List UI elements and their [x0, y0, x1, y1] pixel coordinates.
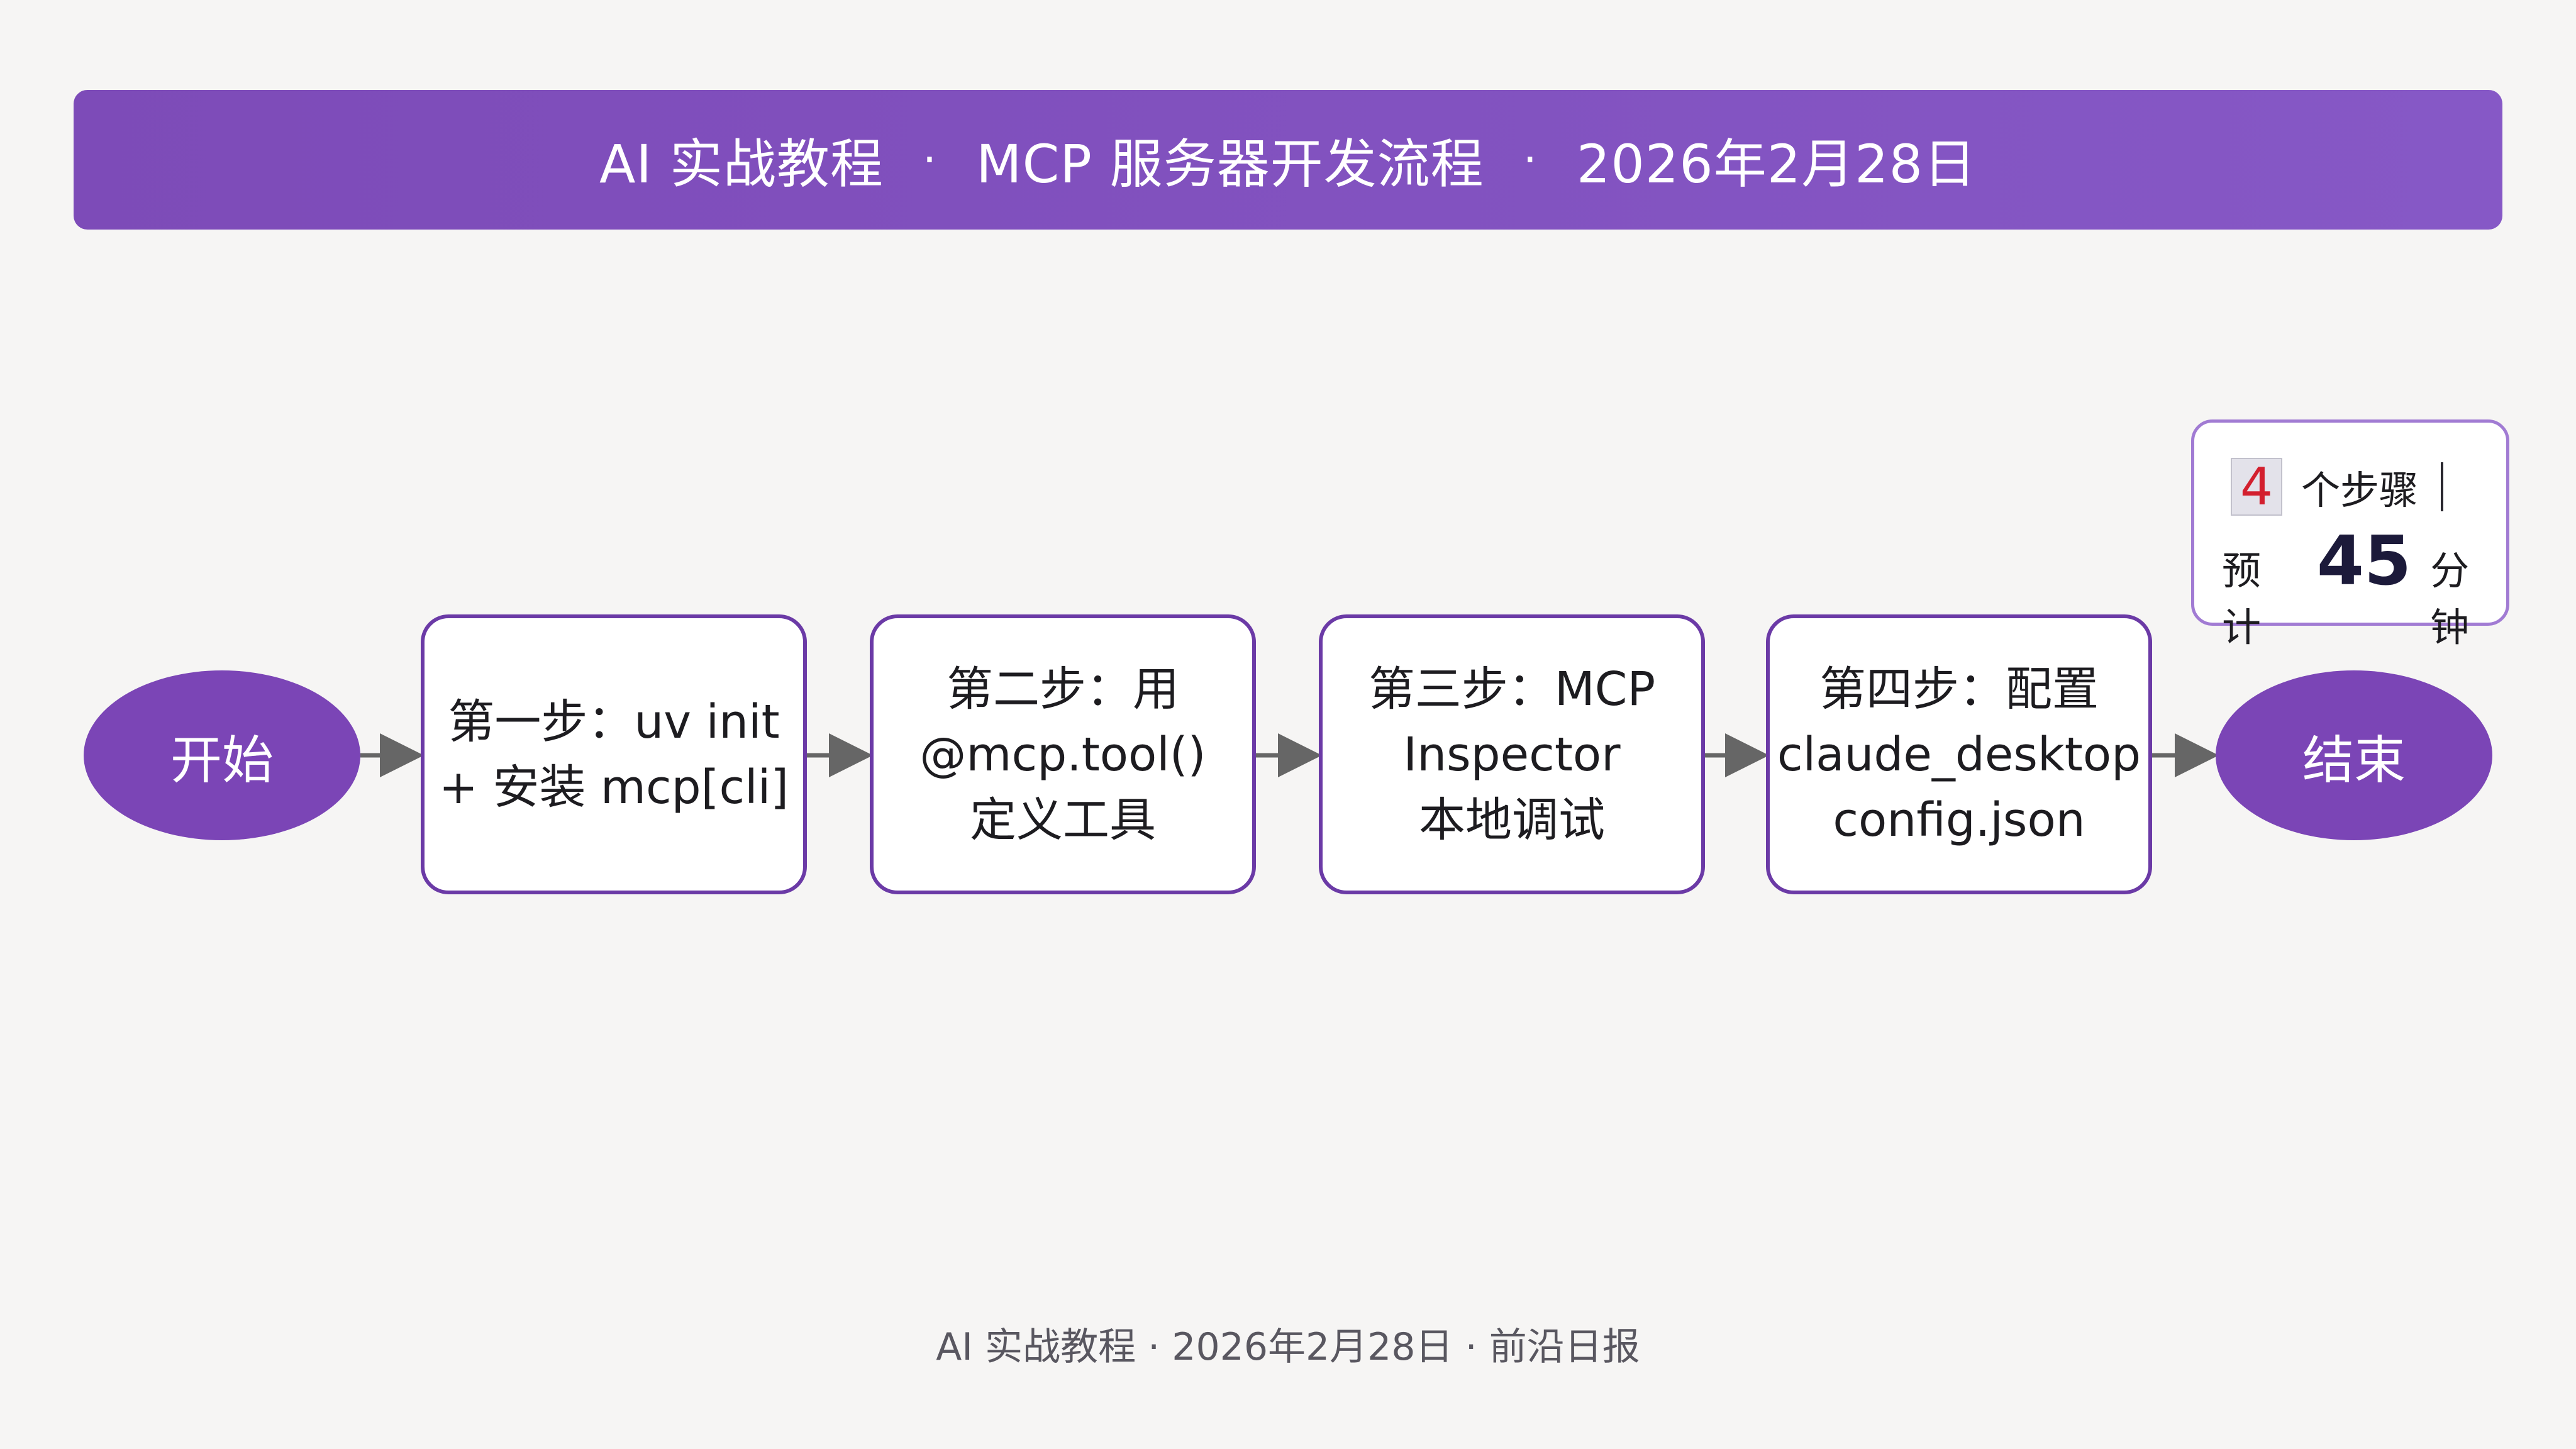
flow-end-node: 结束	[2216, 670, 2492, 840]
header-series-title: AI 实战教程	[599, 133, 884, 195]
estimate-minutes-value: 45	[2316, 522, 2412, 601]
flow-step-2: 第二步：用 @mcp.tool() 定义工具	[870, 614, 1256, 894]
stats-card: 4 个步骤 预计 45 分钟	[2191, 419, 2509, 650]
header-banner: AI 实战教程 · MCP 服务器开发流程 · 2026年2月28日	[74, 90, 2502, 230]
step-3-line-1: 第三步：MCP	[1368, 662, 1656, 716]
step-1-line-2: + 安装 mcp[cli]	[438, 760, 789, 814]
step-2-line-1: 第二步：用	[947, 662, 1179, 716]
step-count-label: 个步骤	[2301, 467, 2419, 513]
footer-caption: AI 实战教程 · 2026年2月28日 · 前沿日报	[936, 1325, 1640, 1369]
stats-duration-row: 预计 45 分钟	[2222, 522, 2506, 652]
flow-step-1: 第一步：uv init + 安装 mcp[cli]	[421, 614, 807, 894]
flow-step-4: 第四步：配置 claude_desktop config.json	[1766, 614, 2152, 894]
step-4-line-3: config.json	[1833, 792, 2085, 847]
header-topic-title: MCP 服务器开发流程	[976, 133, 1484, 195]
step-1-line-1: 第一步：uv init	[448, 694, 780, 749]
text-cursor-divider	[2441, 462, 2444, 511]
step-count-badge: 4	[2231, 457, 2282, 517]
header-separator-1: ·	[922, 134, 938, 186]
step-2-line-3: 定义工具	[970, 792, 1156, 847]
flow-start-label: 开始	[170, 730, 274, 791]
step-2-line-2: @mcp.tool()	[919, 727, 1206, 782]
header-separator-2: ·	[1523, 134, 1538, 186]
flow-start-node: 开始	[84, 670, 360, 840]
step-4-line-2: claude_desktop	[1777, 727, 2141, 782]
estimate-unit: 分钟	[2430, 548, 2470, 650]
stats-step-count-row: 4 个步骤	[2231, 457, 2444, 517]
header-date: 2026年2月28日	[1576, 133, 1977, 195]
step-3-line-3: 本地调试	[1419, 792, 1605, 847]
estimate-label: 预计	[2222, 548, 2262, 650]
step-4-line-1: 第四步：配置	[1819, 662, 2099, 716]
step-3-line-2: Inspector	[1403, 727, 1621, 782]
flow-end-label: 结束	[2302, 730, 2406, 791]
flow-step-3: 第三步：MCP Inspector 本地调试	[1319, 614, 1705, 894]
